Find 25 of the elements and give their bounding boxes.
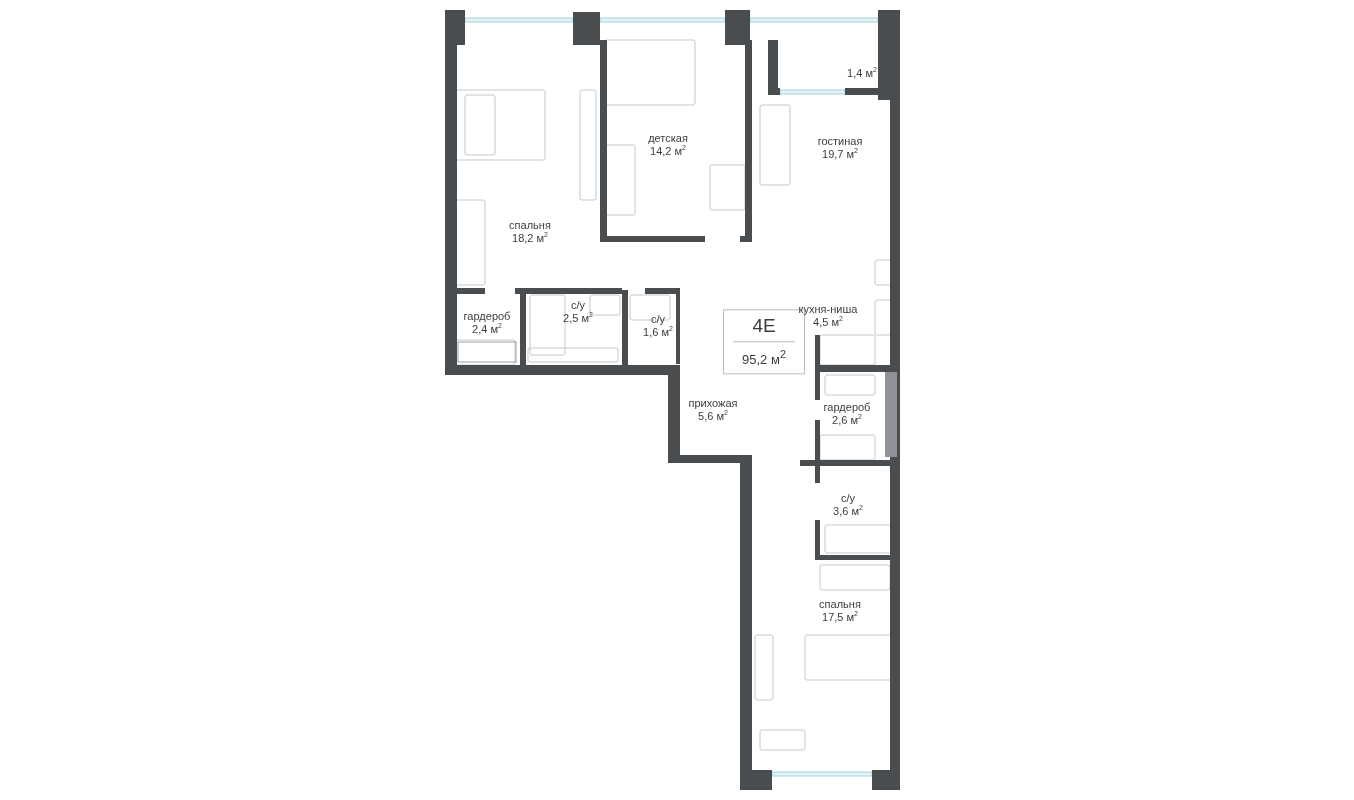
room-area-label: 19,7 м$^{2}$ [822,148,858,161]
room-name: с/у [650,313,665,326]
room-name: гардероб [823,401,871,414]
room-area-label: 5,6 м$^{2}$ [698,410,728,423]
room-area-label: 14,2 м$^{2}$ [650,145,686,158]
room-area-label: 2,6 м$^{2}$ [832,414,862,427]
room-area-label: 17,5 м$^{2}$ [822,611,858,624]
room-area-label: 4,5 м$^{2}$ [813,316,843,329]
room-name: с/у [840,492,855,505]
apartment-type-label: 4E [733,314,795,343]
room-name: гостиная [817,135,863,148]
room-name: гардероб [463,310,511,323]
room-name: спальня [819,598,861,611]
room-name: детская [648,132,688,145]
room-name: спальня [509,219,551,232]
room-area-label: 1,6 м$^{2}$ [643,326,673,339]
total-area-label: 95,2 м$^{2}$ [742,347,786,369]
room-area-label: 2,5 м$^{2}$ [563,312,593,325]
room-area-label: 2,4 м$^{2}$ [472,323,502,336]
room-area-label: 1,4 м$^{2}$ [847,66,877,80]
room-name: прихожая [688,397,738,410]
room-name: кухня-ниша [798,303,858,316]
room-area-label: 3,6 м$^{2}$ [833,505,863,518]
room-area-label: 18,2 м$^{2}$ [512,232,548,245]
room-name: с/у [570,299,585,312]
